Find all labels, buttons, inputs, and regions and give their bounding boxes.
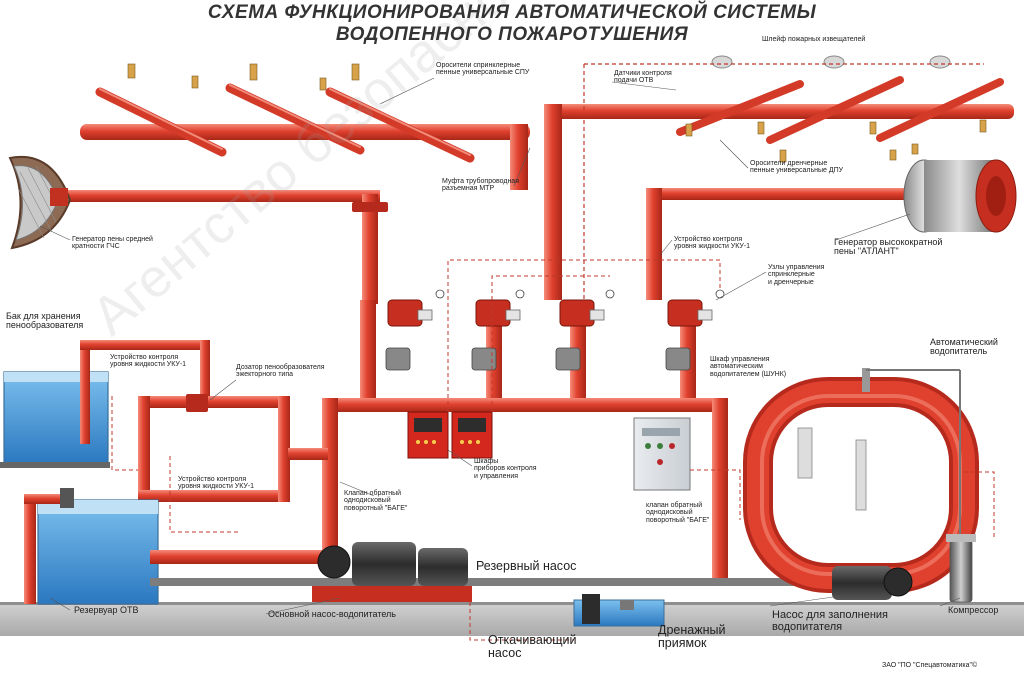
label-level-uku-mid: Устройство контроля уровня жидкости УКУ-…	[178, 476, 255, 491]
label-dosing-unit: Дозатор пенообразователя эжекторного тип…	[236, 364, 325, 379]
leader-lines	[39, 77, 961, 615]
label-foam-tank: Бак для хранения пенообразователя	[6, 311, 84, 331]
distribution-pipe	[322, 398, 716, 412]
label-panels: Шкафы приборов контроля и управления	[474, 458, 537, 480]
label-check-valve-right: клапан обратный однодисковый поворотный …	[646, 502, 710, 524]
riser-left	[322, 398, 338, 558]
sprinkler-network-left	[60, 63, 530, 304]
control-panels	[407, 411, 493, 459]
control-nodes	[360, 289, 725, 400]
label-sprinklers-spu: Оросители спринклерные пенные универсаль…	[436, 62, 530, 77]
foam-generator-atlant	[903, 159, 1017, 233]
suction-pipe	[150, 550, 336, 564]
title-line-1: СХЕМА ФУНКЦИОНИРОВАНИЯ АВТОМАТИЧЕСКОЙ СИ…	[207, 2, 817, 23]
pump-group	[312, 542, 472, 602]
floor	[0, 604, 1024, 636]
label-reservoir: Резервуар ОТВ	[74, 605, 139, 615]
floor-edge	[0, 602, 1024, 605]
dosing-loop	[138, 394, 328, 502]
drencher-network-right	[544, 55, 1014, 300]
label-fill-pump: Насос для заполнения водопитателя	[772, 609, 888, 633]
label-drain-pump: Откачивающий насос	[488, 633, 577, 661]
compressor	[946, 534, 976, 603]
title-line-2: ВОДОПЕННОГО ПОЖАРОТУШЕНИЯ	[335, 24, 689, 45]
foam-tank	[0, 340, 210, 468]
label-drain-pit: Дренажный приямок	[658, 623, 726, 651]
label-drencher-dpu: Оросители дренчерные пенные универсальны…	[750, 160, 844, 175]
label-flow-sensors: Датчики контроля подачи ОТВ	[614, 70, 672, 85]
riser-right	[712, 398, 728, 578]
label-reserve-pump: Резервный насос	[476, 559, 577, 573]
label-detector-loop: Шлейф пожарных извещателей	[762, 36, 866, 43]
label-level-uku-top: Устройство контроля уровня жидкости УКУ-…	[674, 236, 751, 251]
label-coupling-mtr: Муфта трубопроводная разъемная МТР	[442, 178, 519, 193]
label-level-uku-left: Устройство контроля уровня жидкости УКУ-…	[110, 354, 187, 369]
auto-water-feeder	[743, 368, 979, 600]
reservoir-otv	[24, 488, 159, 605]
label-control-nodes: Узлы управления спринклерные и дренчерны…	[768, 264, 825, 286]
label-shunk: Шкаф управления автоматическим водопитат…	[710, 356, 787, 378]
shunk-cabinet	[633, 417, 691, 491]
label-foam-gen-atlant: Генератор высокократной пены "АТЛАНТ"	[834, 237, 943, 257]
return-pipe	[150, 578, 820, 586]
label-check-valve-left: Клапан обратный однодисковый поворотный …	[344, 490, 408, 512]
label-main-pump: Основной насос-водопитатель	[268, 609, 396, 619]
label-foam-gen-gchs: Генератор пены средней кратности ГЧС	[72, 236, 153, 251]
fill-pump	[832, 566, 913, 600]
label-compressor: Компрессор	[948, 605, 999, 615]
foam-generator-gchs	[8, 155, 72, 250]
signal-lines	[111, 259, 995, 641]
drain-pit	[573, 594, 665, 627]
label-copyright: ЗАО "ПО "Спецавтоматика"©	[882, 662, 978, 669]
label-auto-feeder: Автоматический водопитатель	[930, 337, 998, 357]
